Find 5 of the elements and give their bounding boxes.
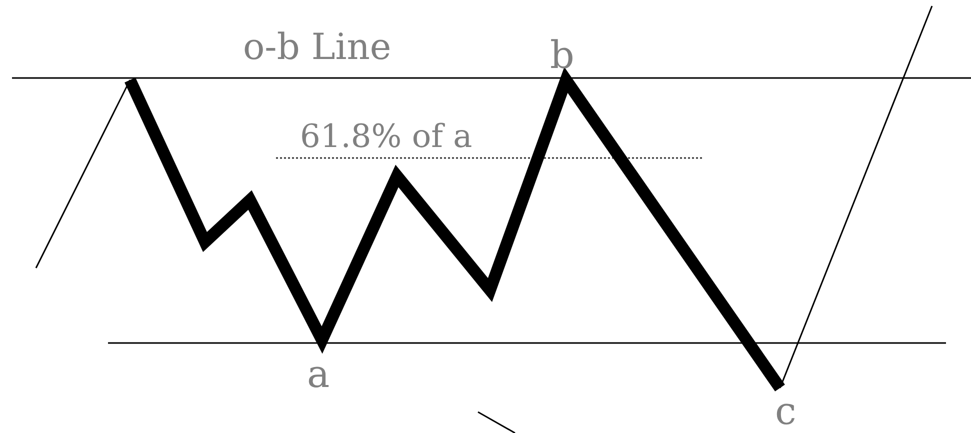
point-label: c <box>775 392 796 430</box>
retracement-label: 61.8% of a <box>300 120 472 152</box>
line-label: o-b Line <box>243 30 392 66</box>
point-label: a <box>307 355 330 393</box>
point-label: b <box>550 36 574 74</box>
